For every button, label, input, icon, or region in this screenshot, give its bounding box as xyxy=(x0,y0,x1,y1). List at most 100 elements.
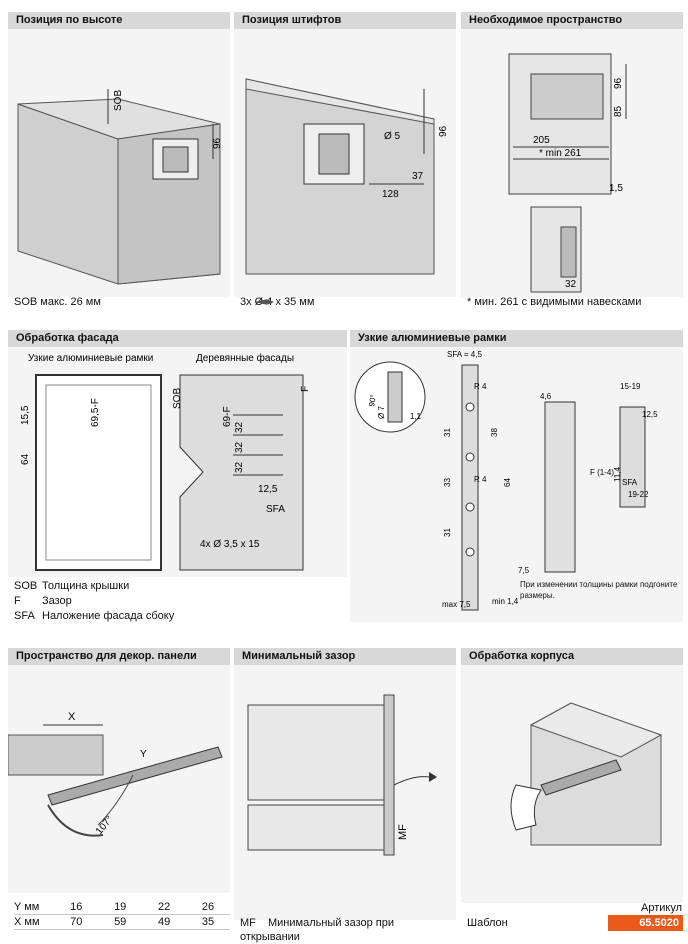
table-cell: 22 xyxy=(142,900,187,915)
label-r4-a: R 4 xyxy=(474,382,487,391)
label-15-19: 15-19 xyxy=(620,382,641,391)
label-38: 38 xyxy=(490,428,499,437)
caption-height-position: SOB макс. 26 мм xyxy=(14,296,101,308)
label-19-22: 19-22 xyxy=(628,490,649,499)
label-12-5: 12,5 xyxy=(258,484,278,495)
drawing-carcass-machining xyxy=(510,702,663,846)
label-mf: MF xyxy=(397,824,409,840)
panel-carcass-machining: Обработка корпуса Шаблон xyxy=(461,648,683,933)
legend-text: Зазор xyxy=(42,595,72,607)
label-sfa: SFA xyxy=(622,478,638,487)
label-r4-b: R 4 xyxy=(474,475,487,484)
panel-front-machining: Обработка фасада Узкие алюминиевые рамки… xyxy=(8,330,347,625)
panel-title: Узкие алюминиевые рамки xyxy=(350,330,683,347)
panel-title: Позиция штифтов xyxy=(234,12,456,29)
table-cell: 19 xyxy=(98,900,143,915)
caption-key: MF xyxy=(240,917,256,929)
legend-key: SFA xyxy=(14,610,35,622)
figure-deco-space: X Y 107° xyxy=(8,665,230,893)
figure-aluminium-frames: SFA = 4,5 90° Ø 7 R 4 1,1 31 38 R 4 33 6… xyxy=(350,347,683,622)
row-label: Y мм xyxy=(14,900,55,915)
label-205: 205 xyxy=(533,135,550,146)
label-sob: SOB xyxy=(113,90,124,111)
label-max-7-5: max 7,5 xyxy=(442,600,471,609)
legend-text: Толщина крышки xyxy=(42,580,130,592)
label-64: 64 xyxy=(503,478,512,487)
drawing-min-gap: MF xyxy=(247,694,437,856)
legend-item: SFA Наложение фасада сбоку xyxy=(14,609,174,624)
legend-text: Наложение фасада сбоку xyxy=(42,610,175,622)
label-sfa-4-5: SFA = 4,5 xyxy=(447,350,482,359)
label-screws: 4x Ø 3,5 x 15 xyxy=(200,539,260,550)
clearance-table: Y мм 16 19 22 26 X мм 70 59 49 35 xyxy=(14,900,230,930)
label-15-5: 15,5 xyxy=(20,405,31,425)
label-96: 96 xyxy=(438,125,449,137)
table-cell: 35 xyxy=(186,914,230,930)
panel-deco-space: Пространство для декор. панели X Y 107° … xyxy=(8,648,230,933)
figure-front-machining: Узкие алюминиевые рамки Деревянные фасад… xyxy=(8,347,347,577)
label-1-5: 1,5 xyxy=(609,183,623,194)
caption-carcass-machining: Шаблон xyxy=(467,917,508,929)
drawing-dowel-position: 96 Ø 5 128 37 xyxy=(245,78,449,275)
panel-dowel-position: Позиция штифтов 96 Ø 5 128 37 3x Ø 4 x 3… xyxy=(234,12,456,310)
note-frame-thickness: При изменении толщины рамки подгоните ра… xyxy=(520,580,677,600)
table-cell: 70 xyxy=(54,914,99,930)
subtitle-wooden: Деревянные фасады xyxy=(196,352,294,364)
label-f-1-4: F (1-4) xyxy=(590,468,614,477)
subtitle-aluminium: Узкие алюминиевые рамки xyxy=(28,353,153,364)
figure-height-position: SOB 96 xyxy=(8,29,230,297)
label-4-6: 4,6 xyxy=(540,392,552,401)
caption-dowel-position: 3x Ø 4 x 35 мм xyxy=(240,296,315,308)
figure-required-space: 96 85 205 * min 261 1,5 32 xyxy=(461,29,683,297)
label-12-5: 12,5 xyxy=(642,410,658,419)
legend-key: SOB xyxy=(14,580,38,592)
panel-height-position: Позиция по высоте SOB 96 SOB макс. 26 мм xyxy=(8,12,230,310)
panel-title: Необходимое пространство xyxy=(461,12,683,29)
drawing-front-machining: Узкие алюминиевые рамки Деревянные фасад… xyxy=(20,352,311,571)
table-row: X мм 70 59 49 35 xyxy=(14,914,230,930)
panel-title: Обработка корпуса xyxy=(461,648,683,665)
label-sob: SOB xyxy=(172,388,183,409)
figure-dowel-position: 96 Ø 5 128 37 xyxy=(234,29,456,297)
row-label: X мм xyxy=(14,914,55,930)
figure-min-gap: MF xyxy=(234,665,456,920)
label-85: 85 xyxy=(613,105,624,117)
label-31-a: 31 xyxy=(443,428,452,437)
label-96: 96 xyxy=(613,77,624,89)
label-69-f: 69-F xyxy=(222,406,233,427)
figure-carcass-machining xyxy=(461,665,683,903)
panel-title: Обработка фасада xyxy=(8,330,347,347)
label-7-5: 7,5 xyxy=(518,566,530,575)
drawing-required-space: 96 85 205 * min 261 1,5 32 xyxy=(508,53,627,293)
label-32-a: 32 xyxy=(234,421,245,433)
screw-icon xyxy=(254,299,275,305)
label-69-5-f: 69,5-F xyxy=(90,398,101,427)
table-cell: 26 xyxy=(186,900,230,915)
panel-title: Позиция по высоте xyxy=(8,12,230,29)
label-sfa: SFA xyxy=(266,504,285,515)
drawing-deco-space: X Y 107° xyxy=(8,711,223,837)
label-min-1-4: min 1,4 xyxy=(492,597,519,606)
label-32-c: 32 xyxy=(234,461,245,473)
label-90deg: 90° xyxy=(367,394,378,407)
label-31-b: 31 xyxy=(443,528,452,537)
label-128: 128 xyxy=(382,189,399,200)
caption-required-space: * мин. 261 с видимыми навесками xyxy=(467,296,642,308)
panel-aluminium-frames: Узкие алюминиевые рамки SFA = 4,5 90° Ø … xyxy=(350,330,683,625)
label-37: 37 xyxy=(412,171,424,182)
label-64: 64 xyxy=(20,453,31,465)
label-d7: Ø 7 xyxy=(377,406,386,419)
label-96: 96 xyxy=(212,137,223,149)
article-number: 65.5020 xyxy=(608,915,683,931)
label-y: Y xyxy=(140,749,147,760)
label-d5: Ø 5 xyxy=(384,131,401,142)
label-1-1: 1,1 xyxy=(410,412,422,421)
label-11-4: 11,4 xyxy=(613,466,622,482)
legend-item: SOB Толщина крышки xyxy=(14,579,174,594)
table-cell: 59 xyxy=(98,914,143,930)
article-label: Артикул xyxy=(640,902,682,914)
